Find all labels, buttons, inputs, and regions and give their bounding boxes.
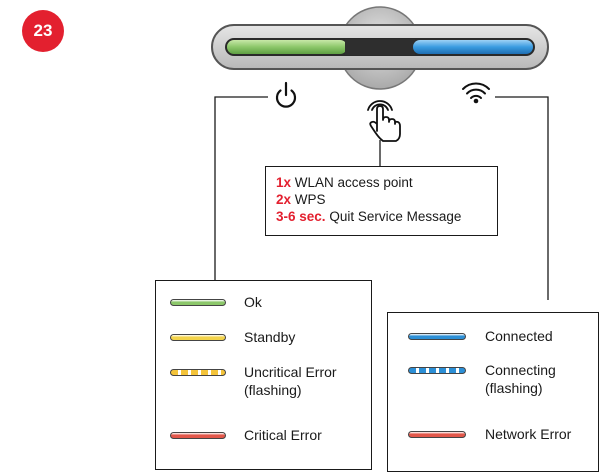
legend-bar bbox=[408, 431, 466, 438]
status-led bbox=[227, 40, 347, 54]
touch-icon bbox=[367, 100, 401, 142]
hint-key: 3-6 sec. bbox=[276, 209, 326, 224]
legend-bar bbox=[408, 367, 466, 374]
hint-wps: 2x WPS bbox=[276, 191, 497, 208]
hint-wlan: 1x WLAN access point bbox=[276, 174, 497, 191]
legend-label: Critical Error bbox=[244, 427, 322, 443]
legend-label: Connected bbox=[485, 328, 553, 344]
legend-bar bbox=[170, 369, 226, 376]
legend-bar bbox=[170, 432, 226, 439]
power-icon bbox=[275, 81, 297, 108]
legend-label: Connecting (flashing) bbox=[485, 362, 556, 396]
legend-bar bbox=[408, 333, 466, 340]
legend-label: Network Error bbox=[485, 426, 572, 442]
hint-key: 2x bbox=[276, 192, 292, 207]
hint-text: Quit Service Message bbox=[329, 209, 462, 224]
legend-label: Uncritical Error (flashing) bbox=[244, 364, 337, 398]
status-legend-box: Ok Standby Uncritical Error (flashing) C… bbox=[155, 280, 372, 470]
legend-label: Ok bbox=[244, 294, 262, 310]
device-diagram bbox=[211, 6, 549, 300]
legend-bar bbox=[170, 334, 226, 341]
hint-quit: 3-6 sec. Quit Service Message bbox=[276, 208, 497, 225]
hint-key: 1x bbox=[276, 175, 292, 190]
legend-label: Standby bbox=[244, 329, 296, 345]
network-legend-box: Connected Connecting (flashing) Network … bbox=[387, 312, 599, 472]
button-led-segment bbox=[345, 39, 415, 55]
network-led bbox=[413, 40, 533, 54]
legend-bar bbox=[170, 299, 226, 306]
hint-text: WLAN access point bbox=[294, 175, 413, 190]
connector-lines bbox=[214, 96, 549, 300]
hint-text: WPS bbox=[294, 192, 326, 207]
button-hints-box: 1x WLAN access point 2x WPS 3-6 sec. Qui… bbox=[265, 166, 498, 236]
step-number-badge: 23 bbox=[22, 10, 64, 52]
wifi-icon bbox=[462, 82, 490, 104]
